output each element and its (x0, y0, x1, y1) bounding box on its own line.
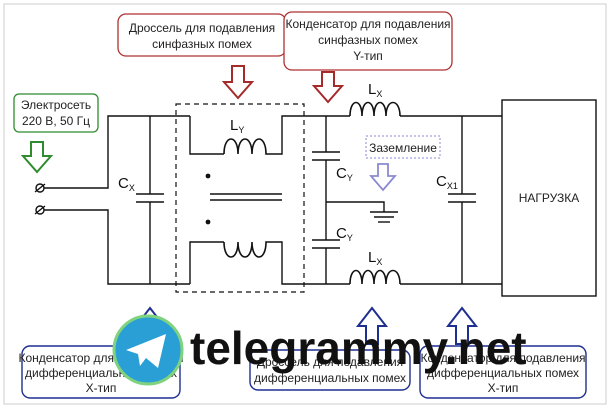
symbol-cy-bottom: CY (336, 225, 353, 243)
label-choke-differential: Дроссель для подавления дифференциальных… (249, 349, 411, 391)
symbol-cx: CX (118, 175, 135, 193)
load-box (501, 99, 597, 297)
choke-enclosure (175, 103, 305, 293)
label-mains: Электросеть 220 В, 50 Гц (13, 93, 99, 133)
svg-text:Конденсатор для подавления: Конденсатор для подавления (420, 351, 585, 365)
svg-text:дифференциальных помех: дифференциальных помех (427, 366, 579, 380)
svg-text:синфазных помех: синфазных помех (152, 37, 252, 51)
symbol-lx-top: LX (368, 81, 382, 99)
label-choke-common-mode: Дроссель для подавления синфазных помех (117, 13, 287, 57)
wiring (44, 115, 502, 285)
choke-coil-top (223, 138, 270, 155)
load-label: НАГРУЗКА (519, 191, 580, 205)
svg-text:Y-тип: Y-тип (353, 49, 383, 63)
lx-coil-top (349, 101, 401, 117)
polarity-dot (205, 173, 211, 179)
symbol-lx-bottom: LX (368, 249, 382, 267)
svg-text:Заземление: Заземление (369, 141, 437, 155)
polarity-dot (205, 219, 211, 225)
svg-text:Х-тип: Х-тип (488, 381, 519, 395)
symbol-ly: LY (230, 117, 244, 135)
arrow-up-icon (355, 306, 389, 345)
svg-text:Х-тип: Х-тип (86, 381, 117, 395)
arrow-down-icon (311, 71, 345, 104)
frame (3, 3, 607, 405)
svg-text:Дроссель для подавления: Дроссель для подавления (257, 355, 403, 369)
ground-arrow-icon (369, 163, 397, 192)
label-capacitor-x1: Конденсатор для подавления дифференциаль… (419, 345, 587, 399)
lx-coil-bottom (349, 269, 401, 285)
arrow-up-icon (445, 306, 479, 345)
svg-text:синфазных помех: синфазных помех (318, 33, 418, 47)
symbol-cx1: CX1 (436, 173, 458, 191)
svg-text:220 В, 50 Гц: 220 В, 50 Гц (22, 114, 90, 128)
choke-coil-bottom (223, 241, 270, 258)
arrow-down-icon (221, 65, 255, 100)
watermark-text: telegrammy.net (190, 322, 527, 374)
svg-text:Конденсатор для подавления: Конденсатор для подавления (285, 17, 450, 31)
arrow-down-icon (20, 141, 54, 174)
label-ground: Заземление (365, 135, 441, 159)
telegram-logo-icon (112, 314, 184, 386)
label-capacitor-y: Конденсатор для подавления синфазных пом… (283, 11, 453, 71)
svg-text:Электросеть: Электросеть (21, 98, 91, 112)
symbol-cy-top: CY (336, 165, 353, 183)
svg-text:Дроссель для подавления: Дроссель для подавления (129, 21, 275, 35)
svg-text:дифференциальных помех: дифференциальных помех (254, 371, 406, 385)
